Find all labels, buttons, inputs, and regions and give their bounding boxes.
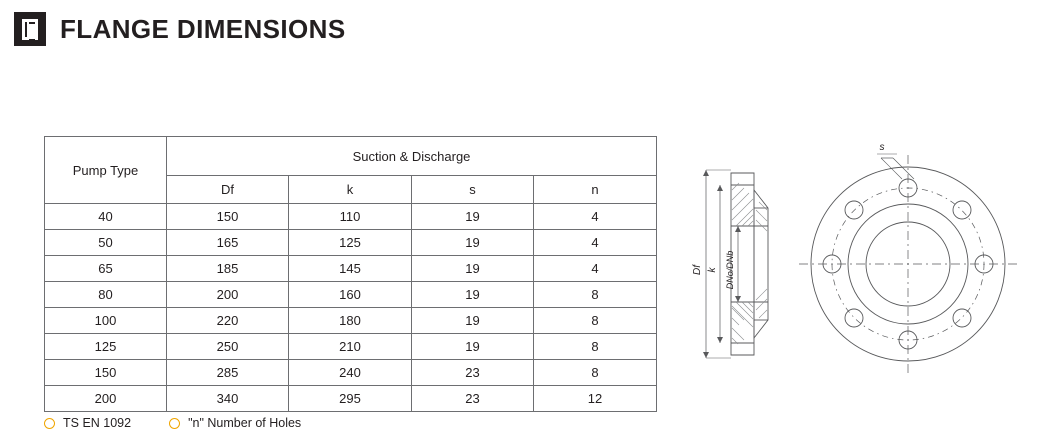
cell-df: 165 (166, 229, 289, 256)
table-row: 40 150 110 19 4 (44, 203, 658, 230)
header-col-df: Df (166, 175, 289, 204)
cell-s: 19 (411, 203, 534, 230)
cell-n: 4 (532, 229, 658, 256)
header-col-k: k (288, 175, 412, 204)
cell-n: 8 (532, 281, 658, 308)
cell-pump-type: 80 (44, 281, 167, 308)
cell-pump-type: 125 (44, 333, 167, 360)
cell-n: 12 (532, 385, 658, 412)
footnote-list: TS EN 1092 "n" Number of Holes (44, 416, 339, 430)
cell-k: 125 (288, 229, 412, 256)
cell-pump-type: 200 (44, 385, 167, 412)
cell-s: 19 (411, 281, 534, 308)
cell-s: 23 (411, 385, 534, 412)
cell-k: 240 (288, 359, 412, 386)
cell-pump-type: 100 (44, 307, 167, 334)
cell-s: 23 (411, 359, 534, 386)
cell-pump-type: 40 (44, 203, 167, 230)
cell-df: 250 (166, 333, 289, 360)
cell-df: 220 (166, 307, 289, 334)
flange-technical-drawing: Df k DNo/DNb s (676, 130, 1036, 380)
cell-pump-type: 65 (44, 255, 167, 282)
table-row: 80 200 160 19 8 (44, 281, 658, 308)
table-row: 100 220 180 19 8 (44, 307, 658, 334)
cell-s: 19 (411, 255, 534, 282)
bullet-icon (169, 417, 181, 429)
cell-df: 340 (166, 385, 289, 412)
header-suction-discharge: Suction & Discharge (165, 136, 658, 176)
bullet-icon (44, 417, 55, 429)
cell-df: 285 (166, 359, 289, 386)
footnote-text: "n" Number of Holes (188, 416, 302, 430)
label-s: s (880, 142, 885, 153)
header-col-s: s (411, 175, 534, 204)
cell-df: 200 (166, 281, 289, 308)
footnote-standard: TS EN 1092 (44, 416, 131, 430)
cell-n: 4 (532, 255, 658, 282)
cell-n: 8 (532, 333, 658, 360)
cell-k: 160 (288, 281, 412, 308)
cell-s: 19 (411, 333, 534, 360)
flange-drawing-svg: Df k DNo/DNb s (692, 142, 1017, 373)
cell-k: 210 (288, 333, 412, 360)
page-header: FLANGE DIMENSIONS (14, 12, 346, 46)
label-k: k (707, 267, 718, 273)
header-col-n: n (532, 175, 658, 204)
document-icon (14, 12, 46, 46)
cell-df: 150 (166, 203, 289, 230)
cell-s: 19 (411, 229, 534, 256)
cell-n: 4 (532, 203, 658, 230)
footnote-holes: "n" Number of Holes (169, 416, 301, 430)
cell-k: 110 (288, 203, 412, 230)
table-row: 125 250 210 19 8 (44, 333, 658, 360)
cell-k: 145 (288, 255, 412, 282)
cell-n: 8 (532, 307, 658, 334)
label-df: Df (692, 264, 703, 275)
flange-dimensions-table: Pump Type Suction & Discharge Df k s n 4… (44, 136, 658, 412)
cell-k: 295 (288, 385, 412, 412)
table-row: 50 165 125 19 4 (44, 229, 658, 256)
cell-pump-type: 50 (44, 229, 167, 256)
label-dn: DNo/DNb (725, 251, 735, 290)
table-subheader-row: Df k s n (45, 175, 658, 204)
table-row: 200 340 295 23 12 (44, 385, 658, 412)
cell-s: 19 (411, 307, 534, 334)
page-title: FLANGE DIMENSIONS (60, 13, 346, 44)
cell-pump-type: 150 (44, 359, 167, 386)
footnote-text: TS EN 1092 (63, 416, 132, 430)
header-pump-type: Pump Type (44, 136, 167, 204)
cell-n: 8 (532, 359, 658, 386)
table-row: 150 285 240 23 8 (44, 359, 658, 386)
table-row: 65 185 145 19 4 (44, 255, 658, 282)
cell-k: 180 (288, 307, 412, 334)
table-header-row: Pump Type Suction & Discharge (44, 136, 658, 204)
cell-df: 185 (166, 255, 289, 282)
